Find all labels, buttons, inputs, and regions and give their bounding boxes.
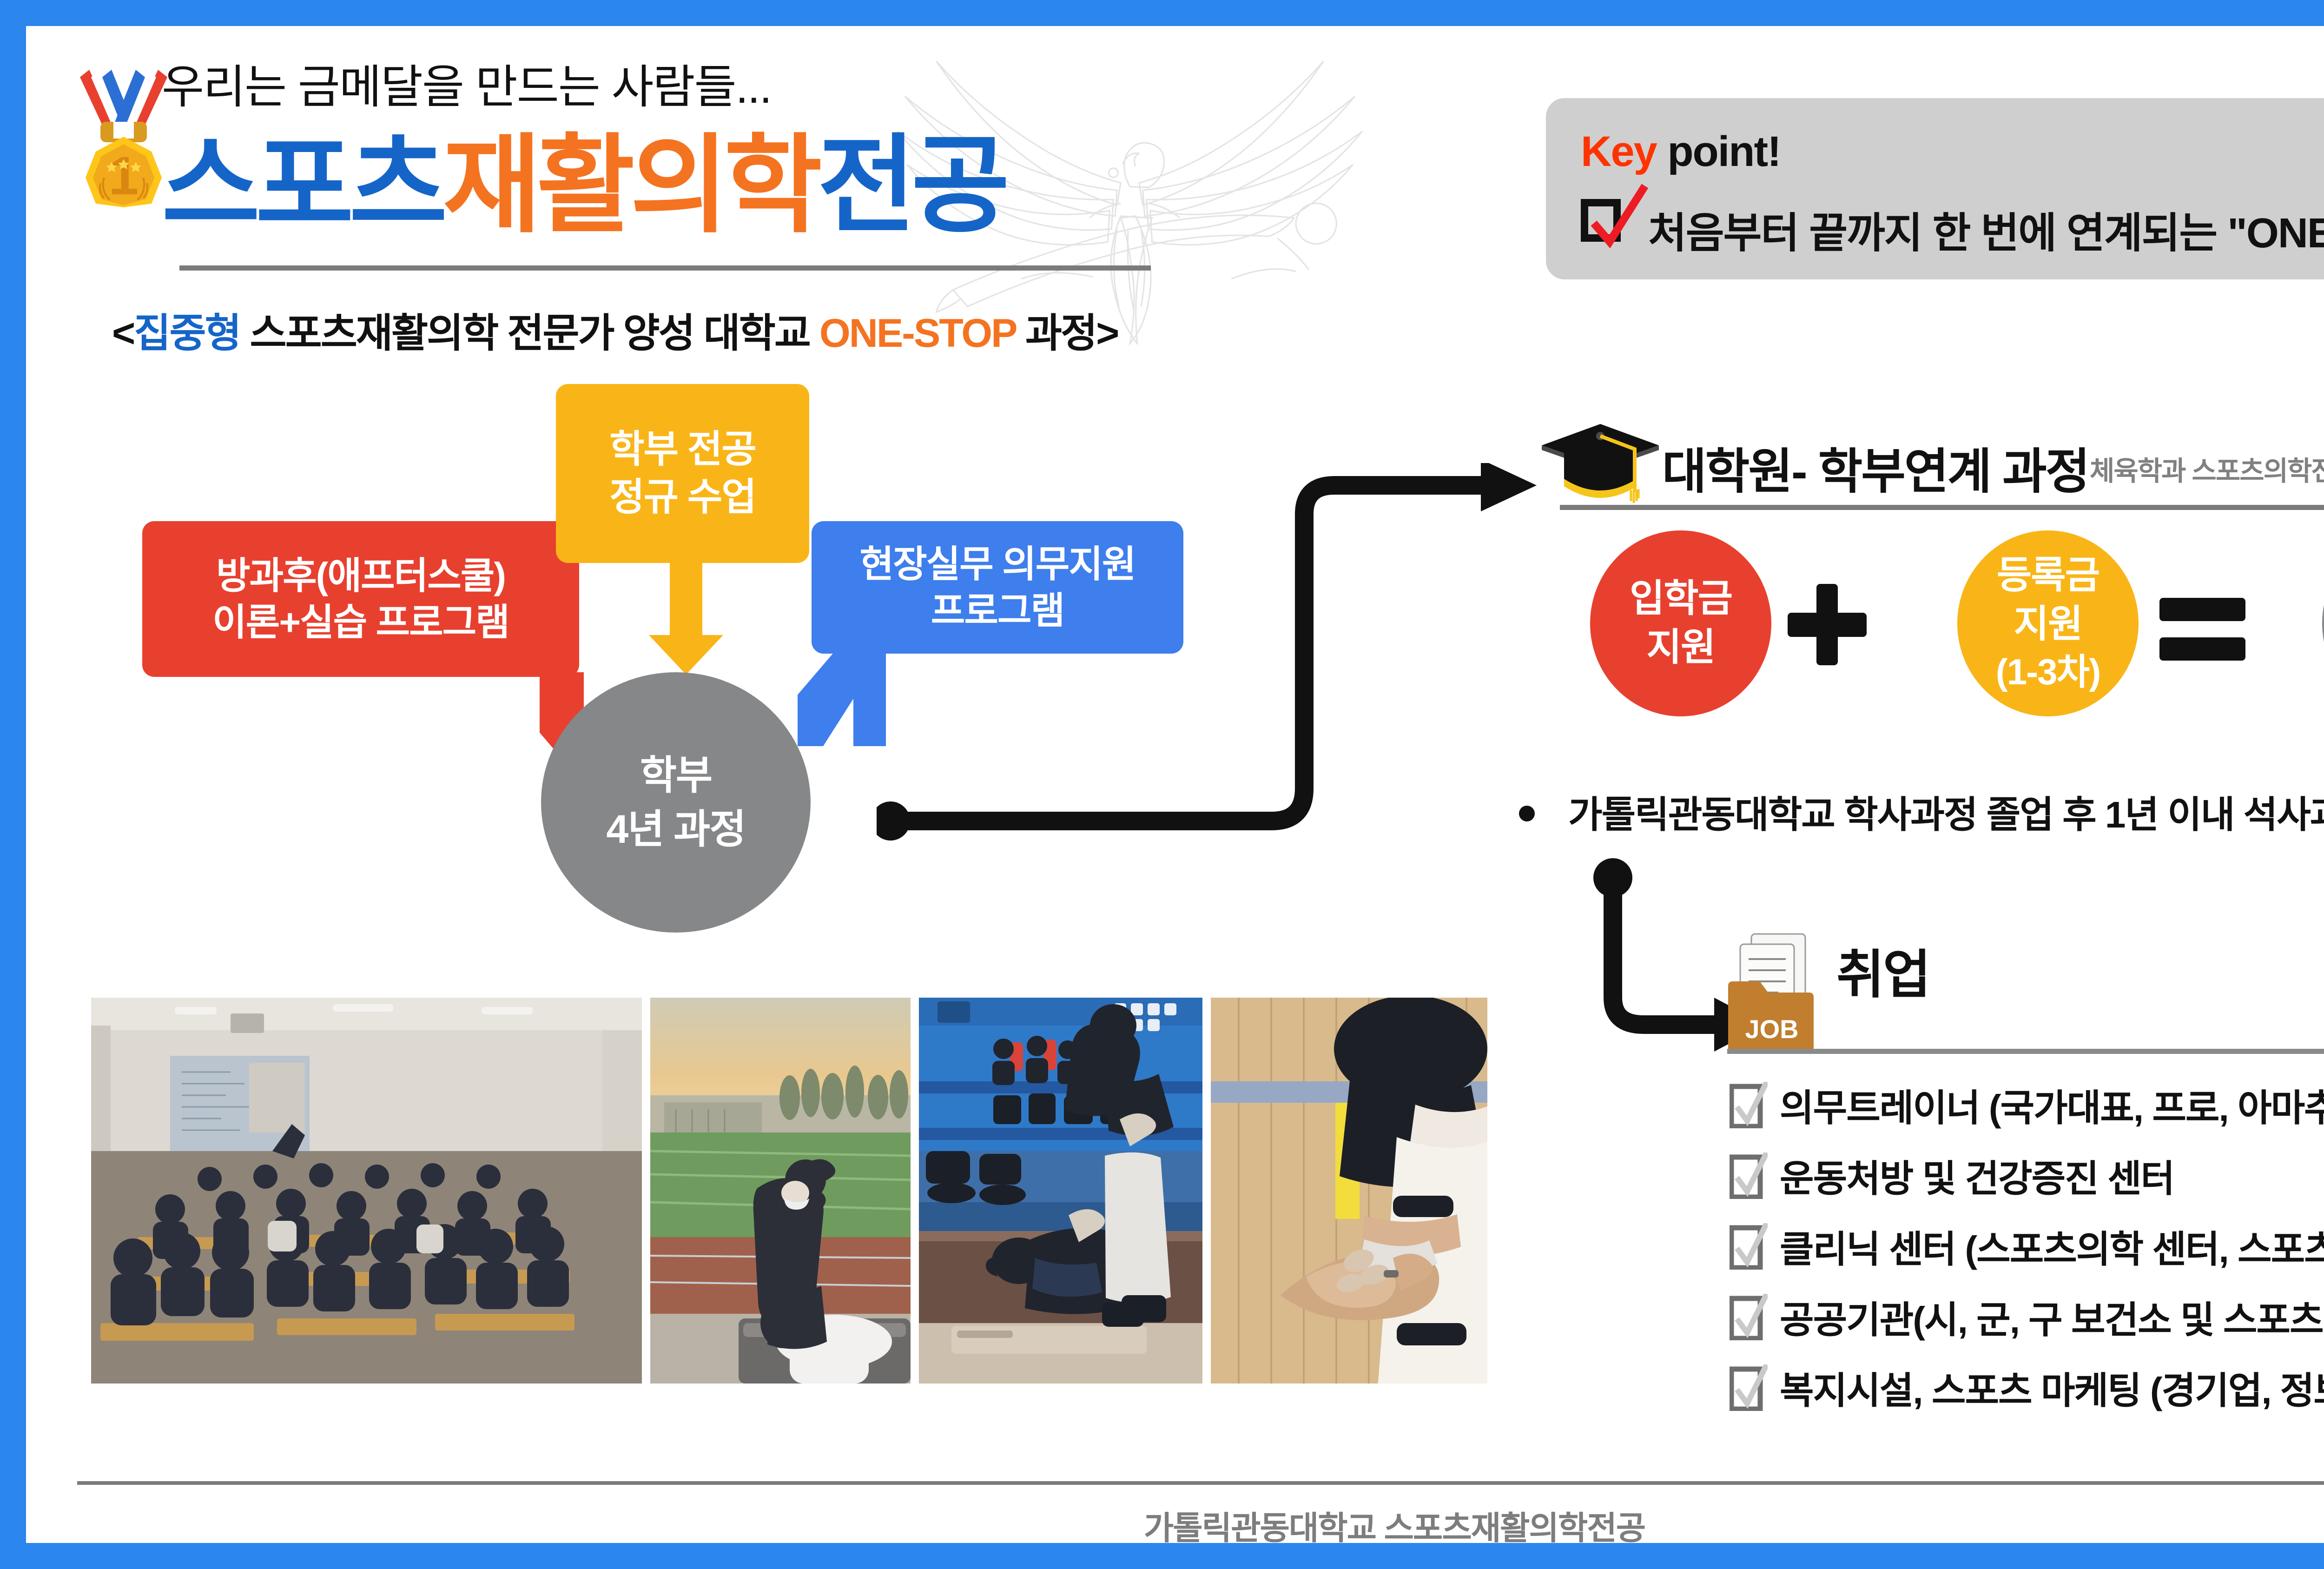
- gray-checkbox-icon: [1730, 1082, 1768, 1128]
- point-word: point!: [1667, 128, 1781, 175]
- job-item-label: 운동처방 및 건강증진 센터: [1780, 1158, 2175, 1199]
- subtitle-orange: ONE-STOP: [819, 311, 1017, 356]
- flow-box-field-support: 현장실무 의무지원 프로그램: [812, 521, 1183, 654]
- footer-text: 가톨릭관동대학교 스포츠재활의학전공: [1143, 1510, 1646, 1543]
- subtitle-close: 과정>: [1015, 311, 1119, 356]
- footer-divider: [77, 1481, 2324, 1485]
- flow-box-afterschool-label: 방과후(애프터스쿨) 이론+실습 프로그램: [212, 555, 510, 643]
- gym-therapy-table-photo: [919, 998, 1202, 1384]
- page-title: 스포츠재활의학전공: [162, 132, 1010, 239]
- poster-canvas: 1 우리는 금메달을 만드는 사람들... 스포츠재활의학전공 <집중형 스포츠…: [26, 26, 2324, 1543]
- job-list: 의무트레이너 (국가대표, 프로, 아마추어 팀) 운동처방 및 건강증진 센터…: [1730, 1070, 2324, 1423]
- subtitle-blue: 집중형: [134, 311, 241, 356]
- flow-box-field-support-label: 현장실무 의무지원 프로그램: [859, 543, 1136, 631]
- graduate-section-title: 대학원- 학부연계 과정: [1662, 445, 2090, 499]
- flow-box-major-class-label: 학부 전공 정규 수업: [609, 428, 757, 518]
- key-point-card: [1546, 98, 2324, 279]
- bullet-marker: [1519, 806, 1535, 821]
- list-item: 클리닉 센터 (스포츠의학 센터, 스포츠재활 클리닉): [1730, 1211, 2324, 1282]
- title-divider: [179, 265, 1151, 271]
- gray-checkbox-icon: [1730, 1364, 1768, 1411]
- outdoor-track-stretching-photo: [650, 998, 911, 1384]
- subtitle-open: <: [112, 311, 135, 356]
- gray-checkbox-icon: [1730, 1152, 1768, 1199]
- gold-medal-icon: 1: [80, 70, 167, 207]
- lecture-hall-photo: [91, 998, 642, 1384]
- graduation-cap-icon: [1542, 424, 1659, 503]
- job-folder-icon: JOB: [1728, 933, 1814, 1052]
- flow-circle-undergrad-label: 학부 4년 과정: [606, 753, 746, 852]
- list-item: 복지시설, 스포츠 마케팅 (경기업, 정보업): [1730, 1352, 2324, 1423]
- key-word: Key: [1581, 128, 1657, 175]
- key-point-heading: Key point!: [1581, 127, 1782, 176]
- plus-icon: [1788, 584, 1867, 665]
- job-section-title: 취업: [1836, 946, 1931, 1004]
- grad-circle-admission-fee-line2: 지원: [1646, 626, 1716, 669]
- list-item: 의무트레이너 (국가대표, 프로, 아마추어 팀): [1730, 1070, 2324, 1140]
- graduate-section-subtitle: 체육학과 스포츠의학전공 대학원 연계: [2090, 456, 2324, 486]
- job-section-divider: [1727, 1049, 2324, 1054]
- elbow-connector-arrow-icon: [877, 463, 1537, 841]
- tagline: 우리는 금메달을 만드는 사람들...: [162, 61, 772, 113]
- gray-checkbox-icon: [1730, 1223, 1768, 1270]
- grad-circle-tuition-fee: 등록금 지원 (1-3차): [1957, 530, 2139, 716]
- job-item-label: 복지시설, 스포츠 마케팅 (경기업, 정보업): [1780, 1370, 2324, 1411]
- job-item-label: 클리닉 센터 (스포츠의학 센터, 스포츠재활 클리닉): [1780, 1229, 2324, 1270]
- page-title-part2: 재활의학: [442, 126, 822, 245]
- graduate-eligibility-note: 가톨릭관동대학교 학사과정 졸업 후 1년 이내 석사과정 입학한 자: [1568, 794, 2324, 835]
- blue-down-left-arrow-icon: [798, 651, 886, 746]
- key-point-checkbox[interactable]: [1581, 199, 1621, 242]
- equals-icon: [2159, 598, 2245, 661]
- list-item: 공공기관(시, 군, 구 보건소 및 스포츠 센터): [1730, 1282, 2324, 1352]
- flow-box-afterschool: 방과후(애프터스쿨) 이론+실습 프로그램: [142, 521, 579, 677]
- taping-practice-photo: [1211, 998, 1487, 1384]
- svg-text:JOB: JOB: [1745, 1014, 1798, 1044]
- svg-text:1: 1: [109, 146, 139, 206]
- grad-circle-tuition-fee-line3: (1-3차): [1995, 651, 2101, 693]
- subtitle: <집중형 스포츠재활의학 전문가 양성 대학교 ONE-STOP 과정>: [112, 300, 1119, 358]
- job-item-label: 의무트레이너 (국가대표, 프로, 아마추어 팀): [1780, 1087, 2324, 1129]
- flow-box-major-class: 학부 전공 정규 수업: [556, 384, 809, 563]
- yellow-down-arrow-icon: [649, 558, 723, 675]
- photo-strip: [91, 998, 1487, 1384]
- grad-circle-tuition-fee-line2: 지원: [2014, 603, 2083, 646]
- page-title-part3: 전공: [818, 126, 1010, 245]
- grad-circle-masters-degree: 석사학위: [2322, 530, 2324, 716]
- subtitle-mid: 스포츠재활의학 전문가 양성 대학교: [240, 311, 819, 356]
- graduate-section-divider: [1560, 505, 2324, 510]
- gray-checkbox-icon: [1730, 1294, 1768, 1340]
- flow-circle-undergrad: 학부 4년 과정: [541, 672, 811, 933]
- list-item: 운동처방 및 건강증진 센터: [1730, 1140, 2324, 1211]
- page-title-part1: 스포츠: [162, 126, 448, 245]
- key-point-statement: 처음부터 끝까지 한 번에 연계되는 "ONE-STOP 시스템": [1648, 210, 2324, 257]
- job-item-label: 공공기관(시, 군, 구 보건소 및 스포츠 센터): [1780, 1299, 2324, 1341]
- grad-circle-admission-fee-line1: 입학금: [1629, 577, 1733, 620]
- grad-circle-tuition-fee-line1: 등록금: [1996, 554, 2100, 597]
- grad-circle-admission-fee: 입학금 지원: [1590, 530, 1771, 716]
